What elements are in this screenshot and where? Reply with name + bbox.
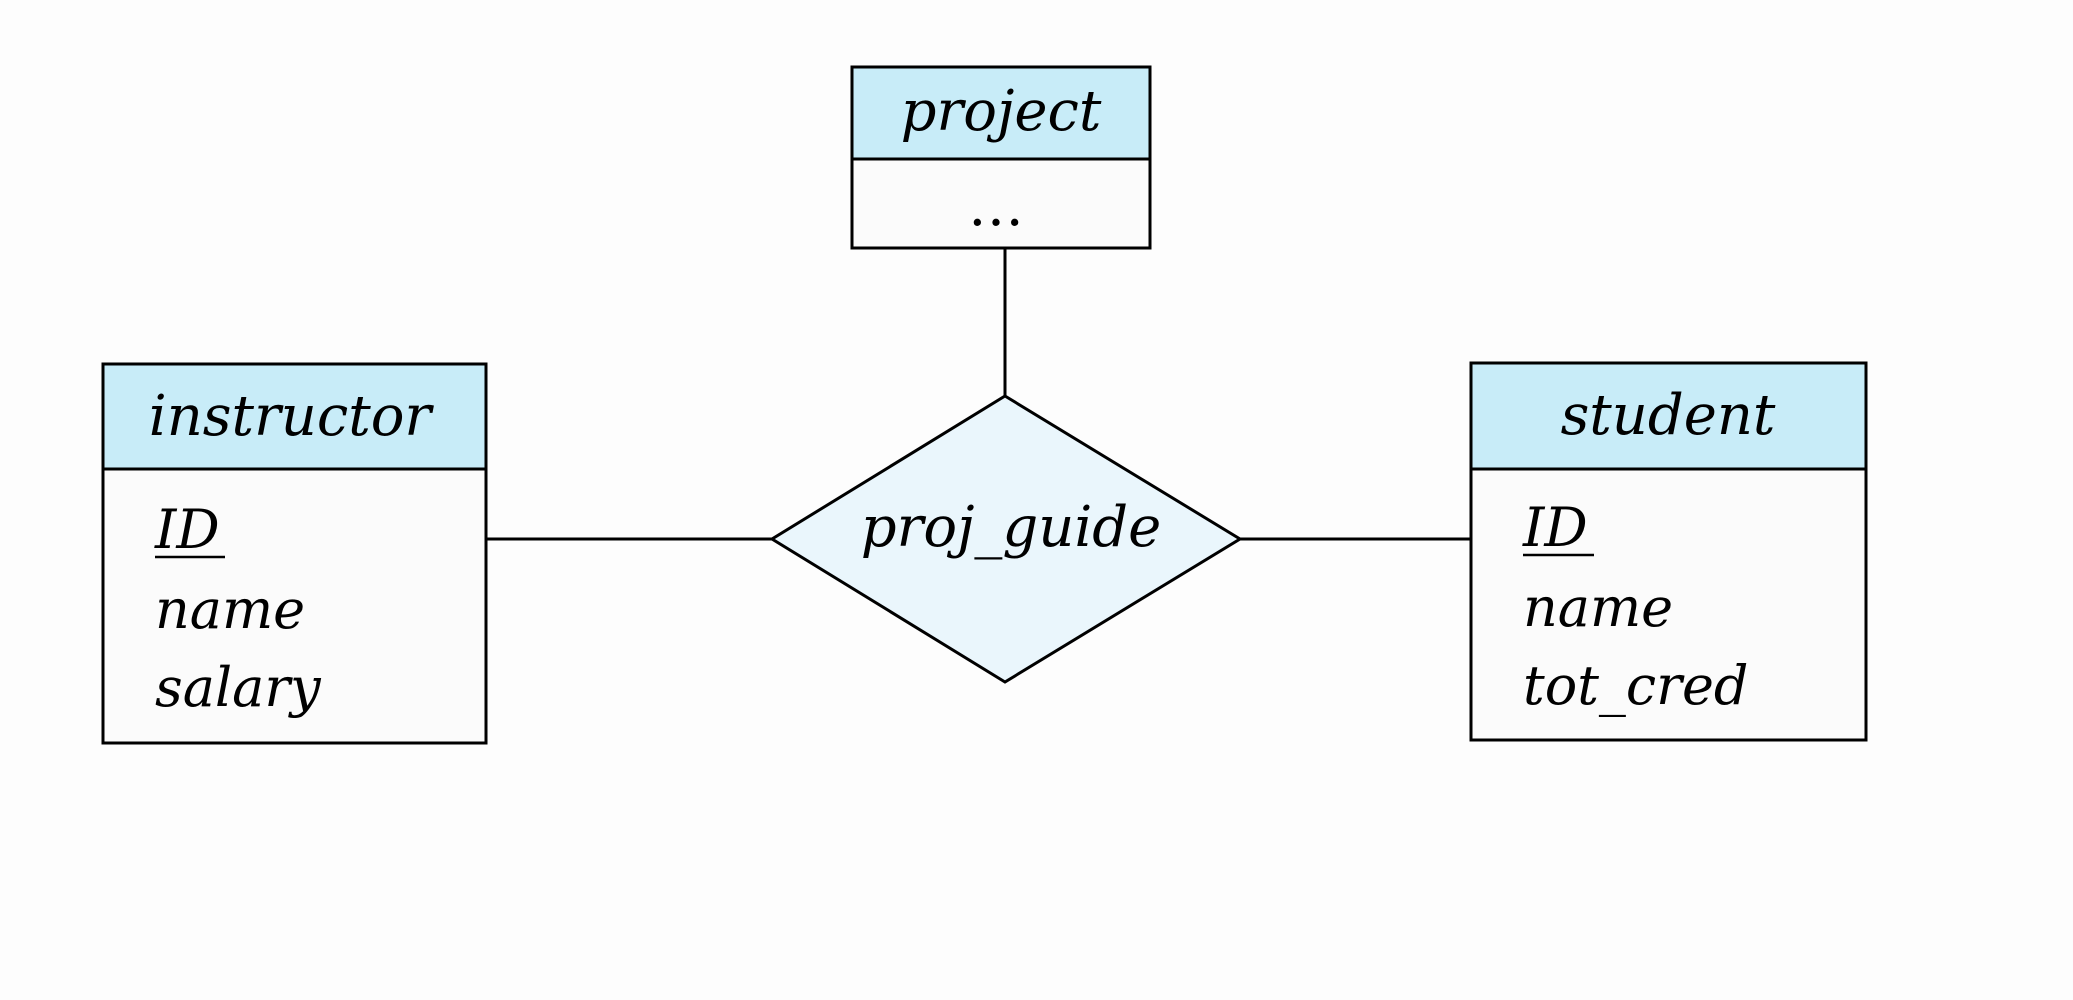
entity-project-attribute-ellipsis: …: [968, 174, 1034, 239]
entity-instructor-body: [101, 467, 488, 745]
entity-project-header: [850, 65, 1152, 161]
entity-instructor-header: [101, 362, 488, 471]
relationship-proj-guide[interactable]: proj_guide: [769, 394, 1243, 684]
entity-project[interactable]: project …: [850, 65, 1152, 250]
student-attribute-id: ID: [1522, 496, 1588, 559]
student-attribute-tot-cred: tot_cred: [1523, 654, 1749, 717]
instructor-attribute-id: ID: [154, 498, 220, 561]
instructor-attribute-name: name: [155, 578, 305, 641]
relationship-proj-guide-diamond: [769, 394, 1243, 684]
entity-project-name: project: [901, 79, 1102, 144]
entity-instructor[interactable]: instructor ID name salary: [101, 362, 488, 745]
entity-student-name: student: [1561, 383, 1776, 448]
entity-project-body: [850, 157, 1152, 250]
relationship-proj-guide-name: proj_guide: [861, 495, 1162, 560]
instructor-attribute-salary: salary: [155, 656, 322, 719]
entity-student-header: [1469, 361, 1868, 471]
student-attribute-name: name: [1523, 576, 1673, 639]
entity-student-body: [1469, 467, 1868, 742]
entity-student[interactable]: student ID name tot_cred: [1469, 361, 1868, 742]
entity-instructor-name: instructor: [149, 384, 435, 449]
